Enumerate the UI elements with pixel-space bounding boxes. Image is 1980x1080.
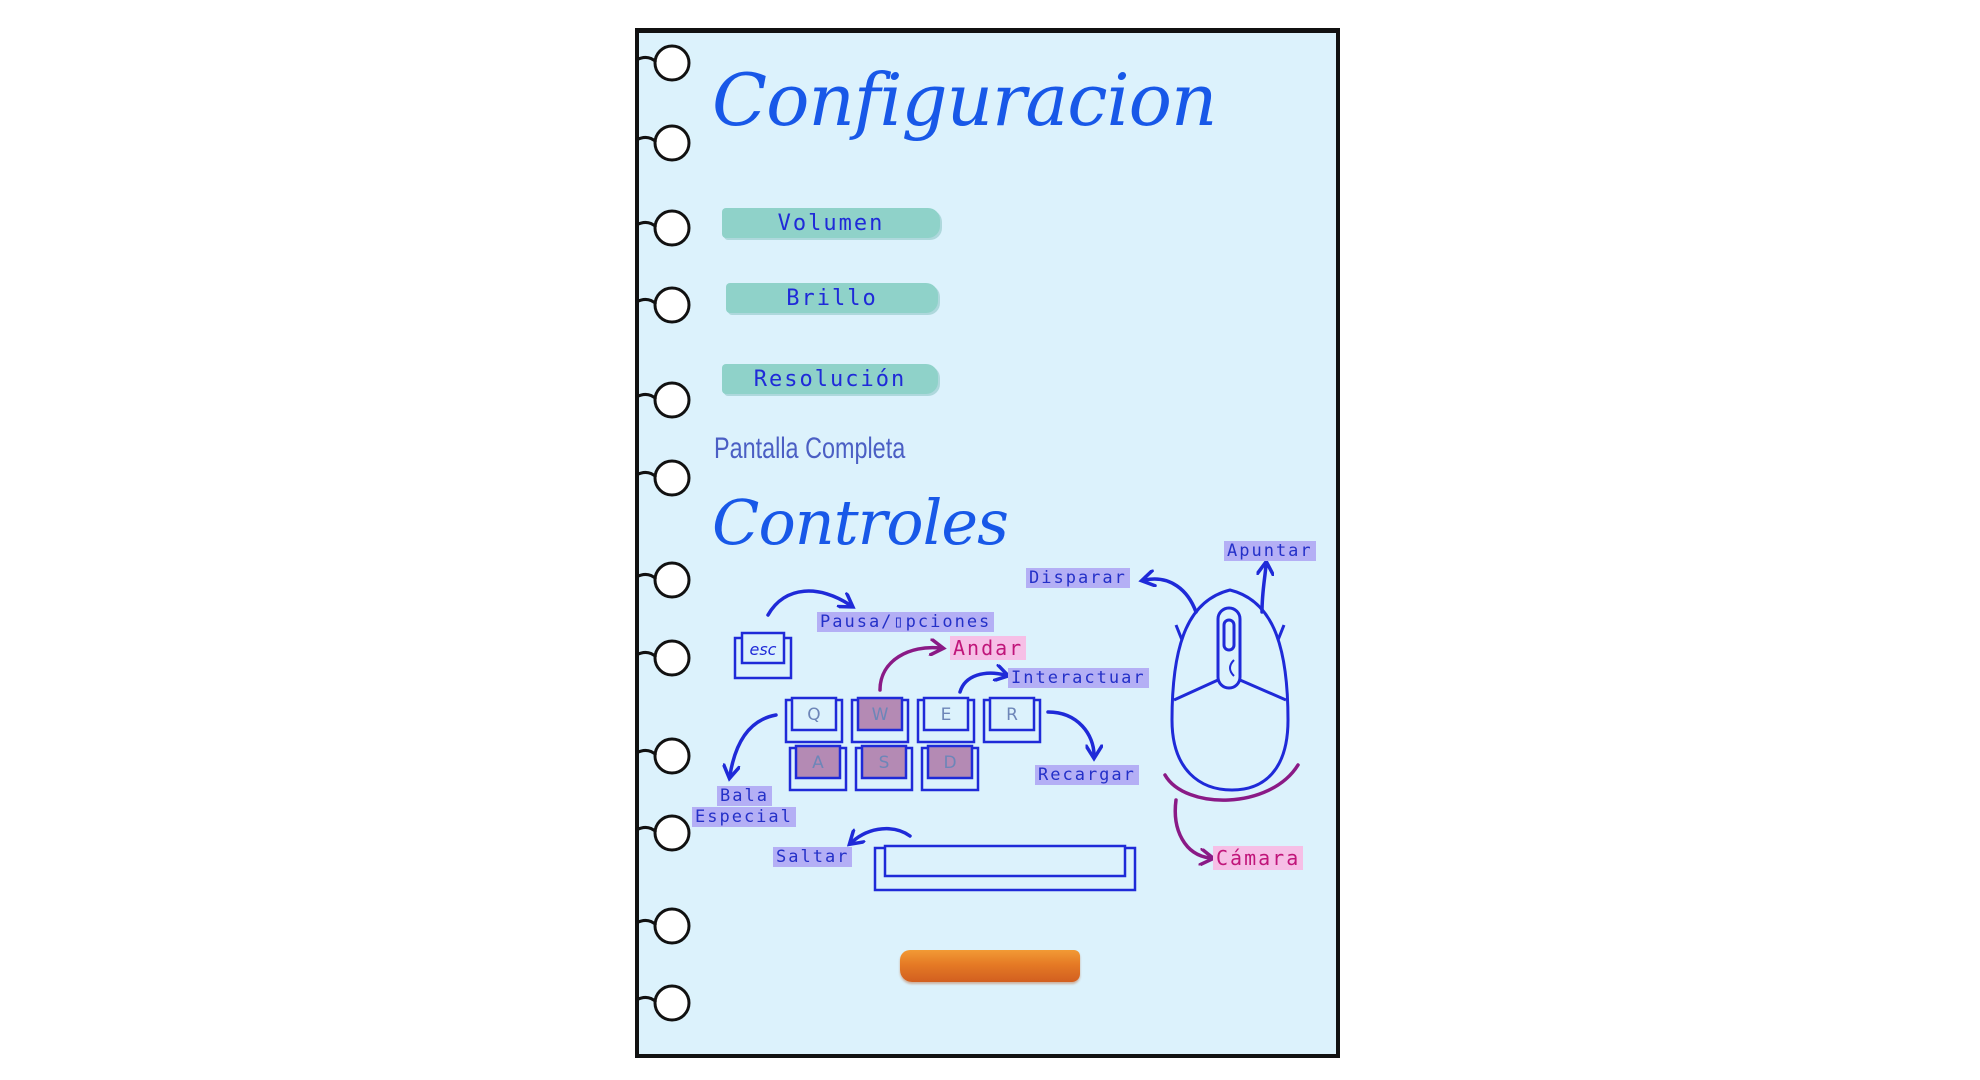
jump-label: Saltar: [773, 847, 853, 867]
special-bullet-label-line1: Bala: [717, 786, 772, 806]
shoot-arrow-icon: [1145, 579, 1198, 614]
w-key-label: W: [872, 705, 889, 725]
ring-icon: [635, 561, 691, 599]
e-key-label: E: [941, 705, 952, 725]
aim-arrow-icon: [1262, 565, 1266, 614]
controls-title: Controles: [712, 486, 1009, 559]
ring-icon: [635, 639, 691, 677]
walk-arrow-icon: [878, 648, 940, 692]
brightness-button[interactable]: Brillo: [726, 283, 938, 313]
esc-key[interactable]: esc: [733, 631, 793, 680]
special-arrow-icon: [730, 713, 778, 775]
reload-arrow-icon: [1046, 710, 1094, 755]
shoot-label: Disparar: [1026, 568, 1130, 588]
ring-icon: [635, 381, 691, 419]
ring-icon: [635, 286, 691, 324]
w-key[interactable]: W: [850, 696, 910, 744]
fullscreen-option[interactable]: Pantalla Completa: [714, 432, 906, 465]
s-key[interactable]: S: [854, 744, 914, 792]
a-key[interactable]: A: [788, 744, 848, 792]
spacebar-key[interactable]: [873, 844, 1137, 892]
q-key-label: Q: [807, 705, 820, 725]
a-key-label: A: [812, 753, 824, 773]
interact-label: Interactuar: [1008, 668, 1149, 688]
e-key[interactable]: E: [916, 696, 976, 744]
s-key-label: S: [879, 753, 890, 773]
ring-icon: [635, 907, 691, 945]
ring-icon: [635, 459, 691, 497]
ring-icon: [635, 984, 691, 1022]
page-title: Configuracion: [712, 58, 1217, 142]
pause-options-label: Pausa/▯pciones: [817, 612, 995, 632]
ring-icon: [635, 814, 691, 852]
camera-arrow-icon: [1173, 798, 1210, 858]
r-key-label: R: [1006, 705, 1018, 725]
d-key-label: D: [943, 753, 956, 773]
esc-key-label: esc: [750, 640, 777, 659]
ring-icon: [635, 737, 691, 775]
d-key[interactable]: D: [920, 744, 980, 792]
ring-icon: [635, 124, 691, 162]
camera-arc-icon: [1163, 763, 1300, 802]
reload-label: Recargar: [1035, 765, 1139, 785]
special-bullet-label-line2: Especial: [692, 807, 796, 827]
jump-arrow-icon: [852, 826, 912, 842]
ring-icon: [635, 209, 691, 247]
ring-icon: [635, 44, 691, 82]
pause-arrow-icon: [766, 589, 850, 617]
back-button[interactable]: [900, 950, 1080, 982]
camera-label: Cámara: [1213, 846, 1304, 870]
aim-label: Apuntar: [1224, 541, 1316, 561]
interact-arrow-icon: [958, 673, 1005, 694]
walk-label: Andar: [950, 636, 1027, 660]
volume-button[interactable]: Volumen: [722, 208, 940, 238]
r-key[interactable]: R: [982, 696, 1042, 744]
resolution-button[interactable]: Resolución: [722, 364, 938, 394]
mouse-icon: [1170, 588, 1290, 792]
q-key[interactable]: Q: [784, 696, 844, 744]
